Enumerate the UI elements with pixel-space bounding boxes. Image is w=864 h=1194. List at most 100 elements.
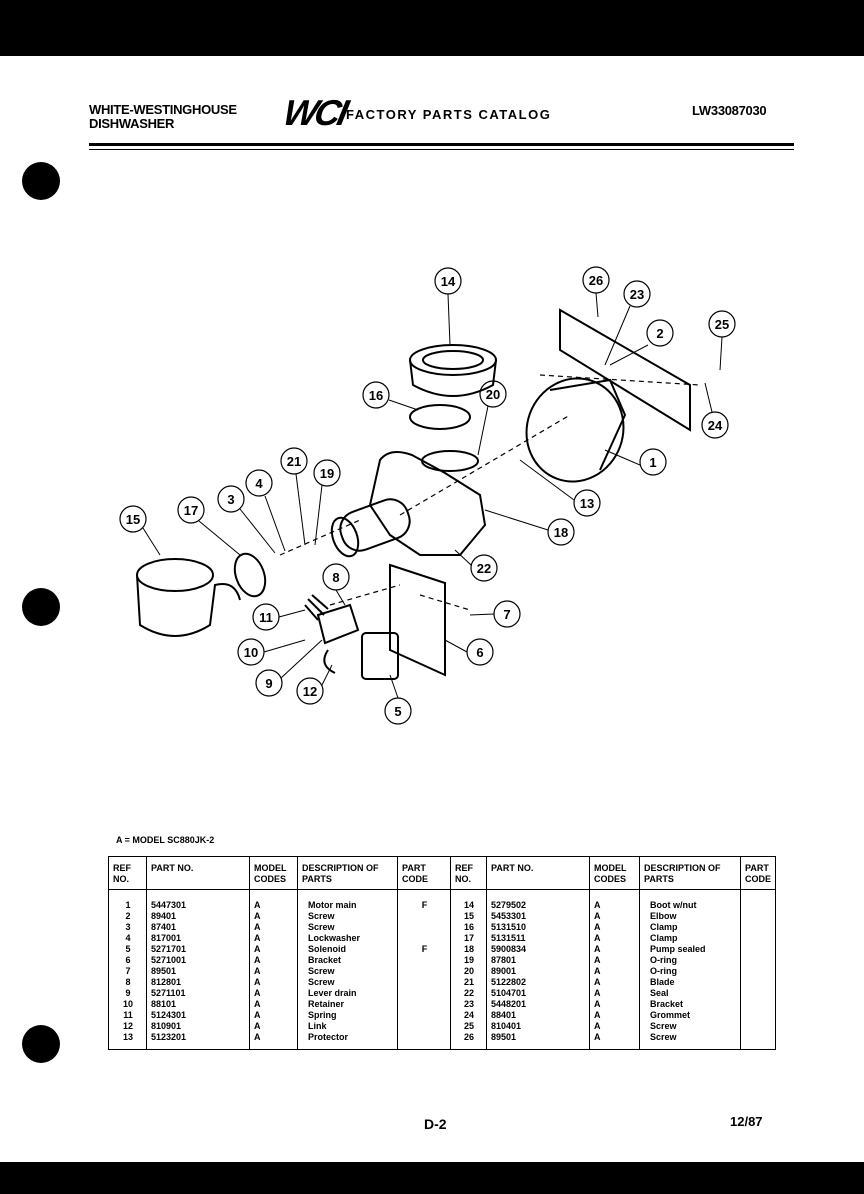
- right-desc-cell: O-ring: [639, 955, 741, 966]
- right-part-cell: 89001: [486, 966, 590, 977]
- right-desc-cell: Elbow: [639, 911, 741, 922]
- left-part-cell: 5447301: [146, 889, 250, 911]
- right-ref-cell: 18: [450, 944, 487, 955]
- callout-13: [573, 489, 601, 517]
- left-code-cell: [397, 911, 451, 922]
- right-part-cell: 810401: [486, 1021, 590, 1032]
- left-desc-cell: Bracket: [297, 955, 398, 966]
- brand-line-2: DISHWASHER: [89, 116, 175, 131]
- callout-label: 25: [715, 317, 729, 332]
- exploded-parts-diagram: 1 2 3 4 5 6 7 8 9 10 11 12 13 14 15 16 1…: [119, 266, 736, 725]
- parts-table: REF NO. PART NO. MODEL CODES DESCRIPTION…: [108, 856, 776, 1050]
- page-number: D-2: [424, 1116, 447, 1132]
- col-header-model: MODEL CODES: [589, 856, 640, 890]
- left-code-cell: [397, 922, 451, 933]
- right-part-cell: 5122802: [486, 977, 590, 988]
- col-header-model: MODEL CODES: [249, 856, 298, 890]
- right-code-cell: [740, 911, 776, 922]
- right-ref-cell: 21: [450, 977, 487, 988]
- binder-hole-middle: [22, 588, 60, 626]
- right-part-cell: 5900834: [486, 944, 590, 955]
- right-model-cell: A: [589, 944, 640, 955]
- right-model-cell: A: [589, 911, 640, 922]
- left-model-cell: A: [249, 889, 298, 911]
- left-part-cell: 5271101: [146, 988, 250, 999]
- right-model-cell: A: [589, 933, 640, 944]
- right-code-cell: [740, 944, 776, 955]
- left-ref-cell: 7: [125, 966, 131, 976]
- left-code-cell: [397, 966, 451, 977]
- right-ref-cell: 20: [450, 966, 487, 977]
- left-model-cell: A: [249, 988, 298, 999]
- right-desc-cell: Boot w/nut: [639, 889, 741, 911]
- callout-label: 23: [630, 287, 644, 302]
- left-code-cell: [397, 1010, 451, 1021]
- callout-21: [280, 447, 308, 475]
- left-ref-cell: 4: [125, 933, 131, 943]
- col-header-code: PART CODE: [740, 856, 776, 890]
- header-rule-thin: [89, 149, 794, 150]
- right-part-cell: 89501: [486, 1032, 590, 1050]
- bottom-scan-border: [0, 1162, 864, 1194]
- right-part-cell: 5453301: [486, 911, 590, 922]
- callout-label: 15: [126, 512, 140, 527]
- callout-label: 1: [649, 455, 656, 470]
- callout-label: 13: [580, 496, 594, 511]
- left-part-cell: 5123201: [146, 1032, 250, 1050]
- right-desc-cell: Blade: [639, 977, 741, 988]
- right-part-cell: 5131510: [486, 922, 590, 933]
- right-part-cell: 5131511: [486, 933, 590, 944]
- left-model-cell: A: [249, 933, 298, 944]
- right-ref-cell: 26: [450, 1032, 487, 1050]
- left-code-cell: [397, 933, 451, 944]
- callout-9: [255, 669, 283, 697]
- callout-12: [296, 677, 324, 705]
- left-desc-cell: Protector: [297, 1032, 398, 1050]
- right-desc-cell: Seal: [639, 988, 741, 999]
- left-ref-cell: 12: [122, 1021, 133, 1031]
- callout-1: [639, 448, 667, 476]
- right-part-cell: 87801: [486, 955, 590, 966]
- callout-18: [547, 518, 575, 546]
- right-part-cell: 5104701: [486, 988, 590, 999]
- callout-label: 14: [441, 274, 456, 289]
- left-ref-cell: 10: [122, 999, 133, 1009]
- right-model-cell: A: [589, 922, 640, 933]
- callout-24: [701, 411, 729, 439]
- left-desc-cell: Solenoid: [297, 944, 398, 955]
- catalog-date: 12/87: [730, 1114, 763, 1129]
- right-code-cell: [740, 933, 776, 944]
- left-ref-cell: 11: [123, 1010, 133, 1020]
- right-code-cell: [740, 988, 776, 999]
- right-ref-cell: 16: [450, 922, 487, 933]
- col-header-ref: REF NO.: [108, 856, 147, 890]
- callout-4: [245, 469, 273, 497]
- binder-hole-bottom: [22, 1025, 60, 1063]
- left-ref-cell: 13: [122, 1032, 133, 1042]
- left-desc-cell: Motor main: [297, 889, 398, 911]
- right-desc-cell: O-ring: [639, 966, 741, 977]
- col-header-desc: DESCRIPTION OF PARTS: [297, 856, 398, 890]
- right-code-cell: [740, 977, 776, 988]
- col-header-part: PART NO.: [146, 856, 250, 890]
- callout-label: 24: [708, 418, 723, 433]
- callout-label: 9: [265, 676, 272, 691]
- right-code-cell: [740, 955, 776, 966]
- left-part-cell: 88101: [146, 999, 250, 1010]
- table-header-row: REF NO. PART NO. MODEL CODES DESCRIPTION…: [108, 856, 776, 890]
- callout-16: [362, 381, 390, 409]
- right-model-cell: A: [589, 966, 640, 977]
- brand-line-1: WHITE-WESTINGHOUSE: [89, 102, 237, 117]
- left-desc-cell: Link: [297, 1021, 398, 1032]
- callout-label: 5: [394, 704, 401, 719]
- left-part-cell: 812801: [146, 977, 250, 988]
- right-ref-cell: 19: [450, 955, 487, 966]
- left-desc-cell: Screw: [297, 966, 398, 977]
- left-code-cell: [397, 955, 451, 966]
